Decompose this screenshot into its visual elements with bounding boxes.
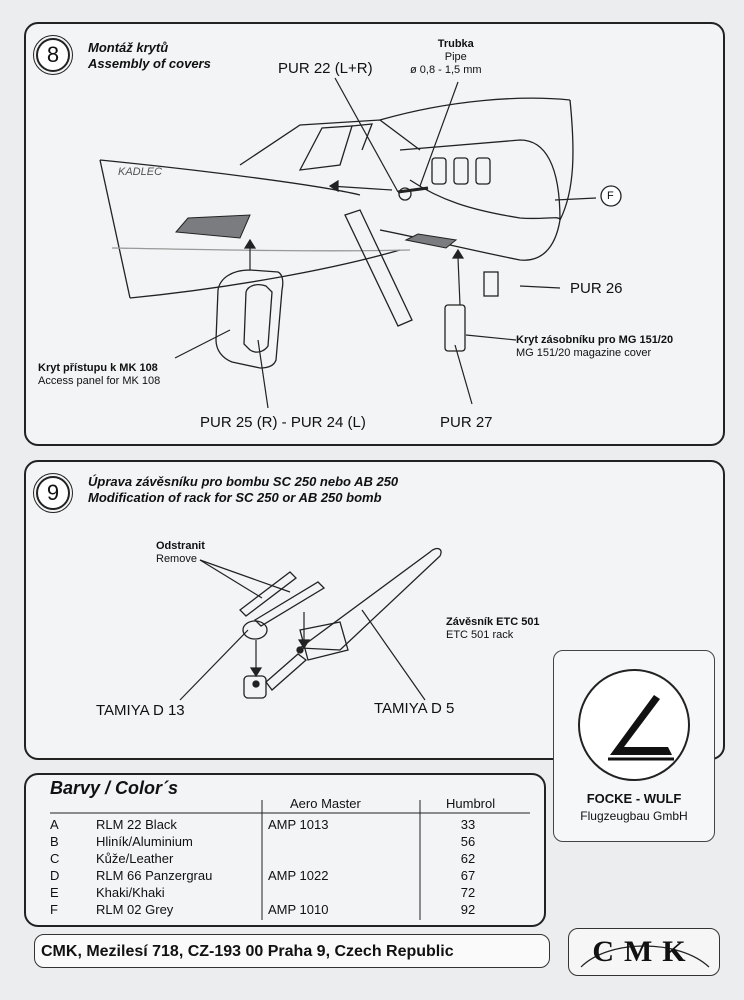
color-aero-master [268,833,418,850]
color-humbrol: 33 [460,817,476,832]
color-row: E Khaki/Khaki 72 [50,884,518,901]
kadlec-mark: KADLEC [118,166,163,178]
color-humbrol: 62 [460,851,476,866]
color-humbrol: 67 [460,868,476,883]
step-8-title-en: Assembly of covers [88,56,211,71]
step-8-panel [24,22,725,446]
rack-label: Závěsník ETC 501 ETC 501 rack [446,616,540,642]
cmk-logo-text: CMK [592,935,696,968]
colors-header-aero: Aero Master [290,796,361,811]
magazine-cover-en: MG 151/20 magazine cover [516,347,652,359]
color-name: RLM 02 Grey [96,902,174,917]
color-letter: B [50,834,59,849]
color-aero-master [268,884,418,901]
step-9-title-cz: Úprava závěsníku pro bombu SC 250 nebo A… [88,474,399,489]
color-row: C Kůže/Leather 62 [50,850,518,867]
color-aero-master: AMP 1010 [268,902,329,917]
colors-panel [24,773,546,927]
remove-label-cz: Odstranit [156,540,205,552]
remove-label-en: Remove [156,553,197,565]
color-aero-master: AMP 1013 [268,817,329,832]
colors-title: Barvy / Color´s [50,778,179,798]
color-letter: E [50,885,59,900]
rack-label-cz: Závěsník ETC 501 [446,616,540,628]
pipe-label-cz: Trubka [437,38,474,50]
callout-f-letter: F [607,190,614,202]
color-letter: A [50,817,59,832]
focke-wulf-logo-box: FOCKE - WULF Flugzeugbau GmbH [553,650,715,842]
pipe-label: Trubka Pipe ø 0,8 - 1,5 mm [410,38,482,77]
step-9-title-en: Modification of rack for SC 250 or AB 25… [88,490,382,505]
part-pur27-label: PUR 27 [440,414,493,431]
pipe-dimension: ø 0,8 - 1,5 mm [410,64,482,76]
logo-subtitle: Flugzeugbau GmbH [580,809,688,823]
color-humbrol: 56 [460,834,476,849]
part-pur22-label: PUR 22 (L+R) [278,60,373,77]
color-name: RLM 66 Panzergrau [96,868,213,883]
focke-wulf-emblem-icon [608,695,674,761]
step-8-number: 8 [33,35,73,75]
part-d13-label: TAMIYA D 13 [96,702,185,719]
color-letter: C [50,851,60,866]
access-panel-label: Kryt přístupu k MK 108 Access panel for … [38,362,160,388]
color-aero-master [268,850,418,867]
color-name: RLM 22 Black [96,817,177,832]
step-9-title: Úprava závěsníku pro bombu SC 250 nebo A… [88,474,398,506]
step-8-title: Montáž krytů Assembly of covers [88,40,211,72]
rack-label-en: ETC 501 rack [446,629,514,641]
color-letter: F [50,902,58,917]
color-row: B Hliník/Aluminium 56 [50,833,518,850]
remove-label: Odstranit Remove [156,540,205,566]
access-panel-en: Access panel for MK 108 [38,375,161,387]
color-name: Kůže/Leather [96,851,174,866]
callout-f-circle [600,185,622,207]
access-panel-cz: Kryt přístupu k MK 108 [38,362,158,374]
color-humbrol: 72 [460,885,476,900]
focke-wulf-logo [578,669,690,781]
part-d5-label: TAMIYA D 5 [374,700,455,717]
part-pur25-24-label: PUR 25 (R) - PUR 24 (L) [200,414,366,431]
color-row: D RLM 66 Panzergrau AMP 1022 67 [50,867,518,884]
cmk-logo-box: CMK [568,928,720,976]
colors-header-humbrol: Humbrol [446,796,496,811]
pipe-label-en: Pipe [444,51,467,63]
cmk-logo [580,945,710,968]
color-humbrol: 92 [460,902,476,917]
magazine-cover-cz: Kryt zásobníku pro MG 151/20 [516,334,674,346]
color-name: Khaki/Khaki [96,885,165,900]
magazine-cover-label: Kryt zásobníku pro MG 151/20 MG 151/20 m… [516,334,673,360]
color-row: F RLM 02 Grey AMP 1010 92 [50,901,518,918]
color-row: A RLM 22 Black AMP 1013 33 [50,816,518,833]
color-aero-master: AMP 1022 [268,868,329,883]
address-box: CMK, Mezilesí 718, CZ-193 00 Praha 9, Cz… [34,934,550,968]
step-9-number: 9 [33,473,73,513]
logo-name: FOCKE - WULF [586,791,682,806]
color-letter: D [50,868,60,883]
step-8-title-cz: Montáž krytů [88,40,169,55]
part-pur26-label: PUR 26 [570,280,623,297]
color-name: Hliník/Aluminium [96,834,193,849]
